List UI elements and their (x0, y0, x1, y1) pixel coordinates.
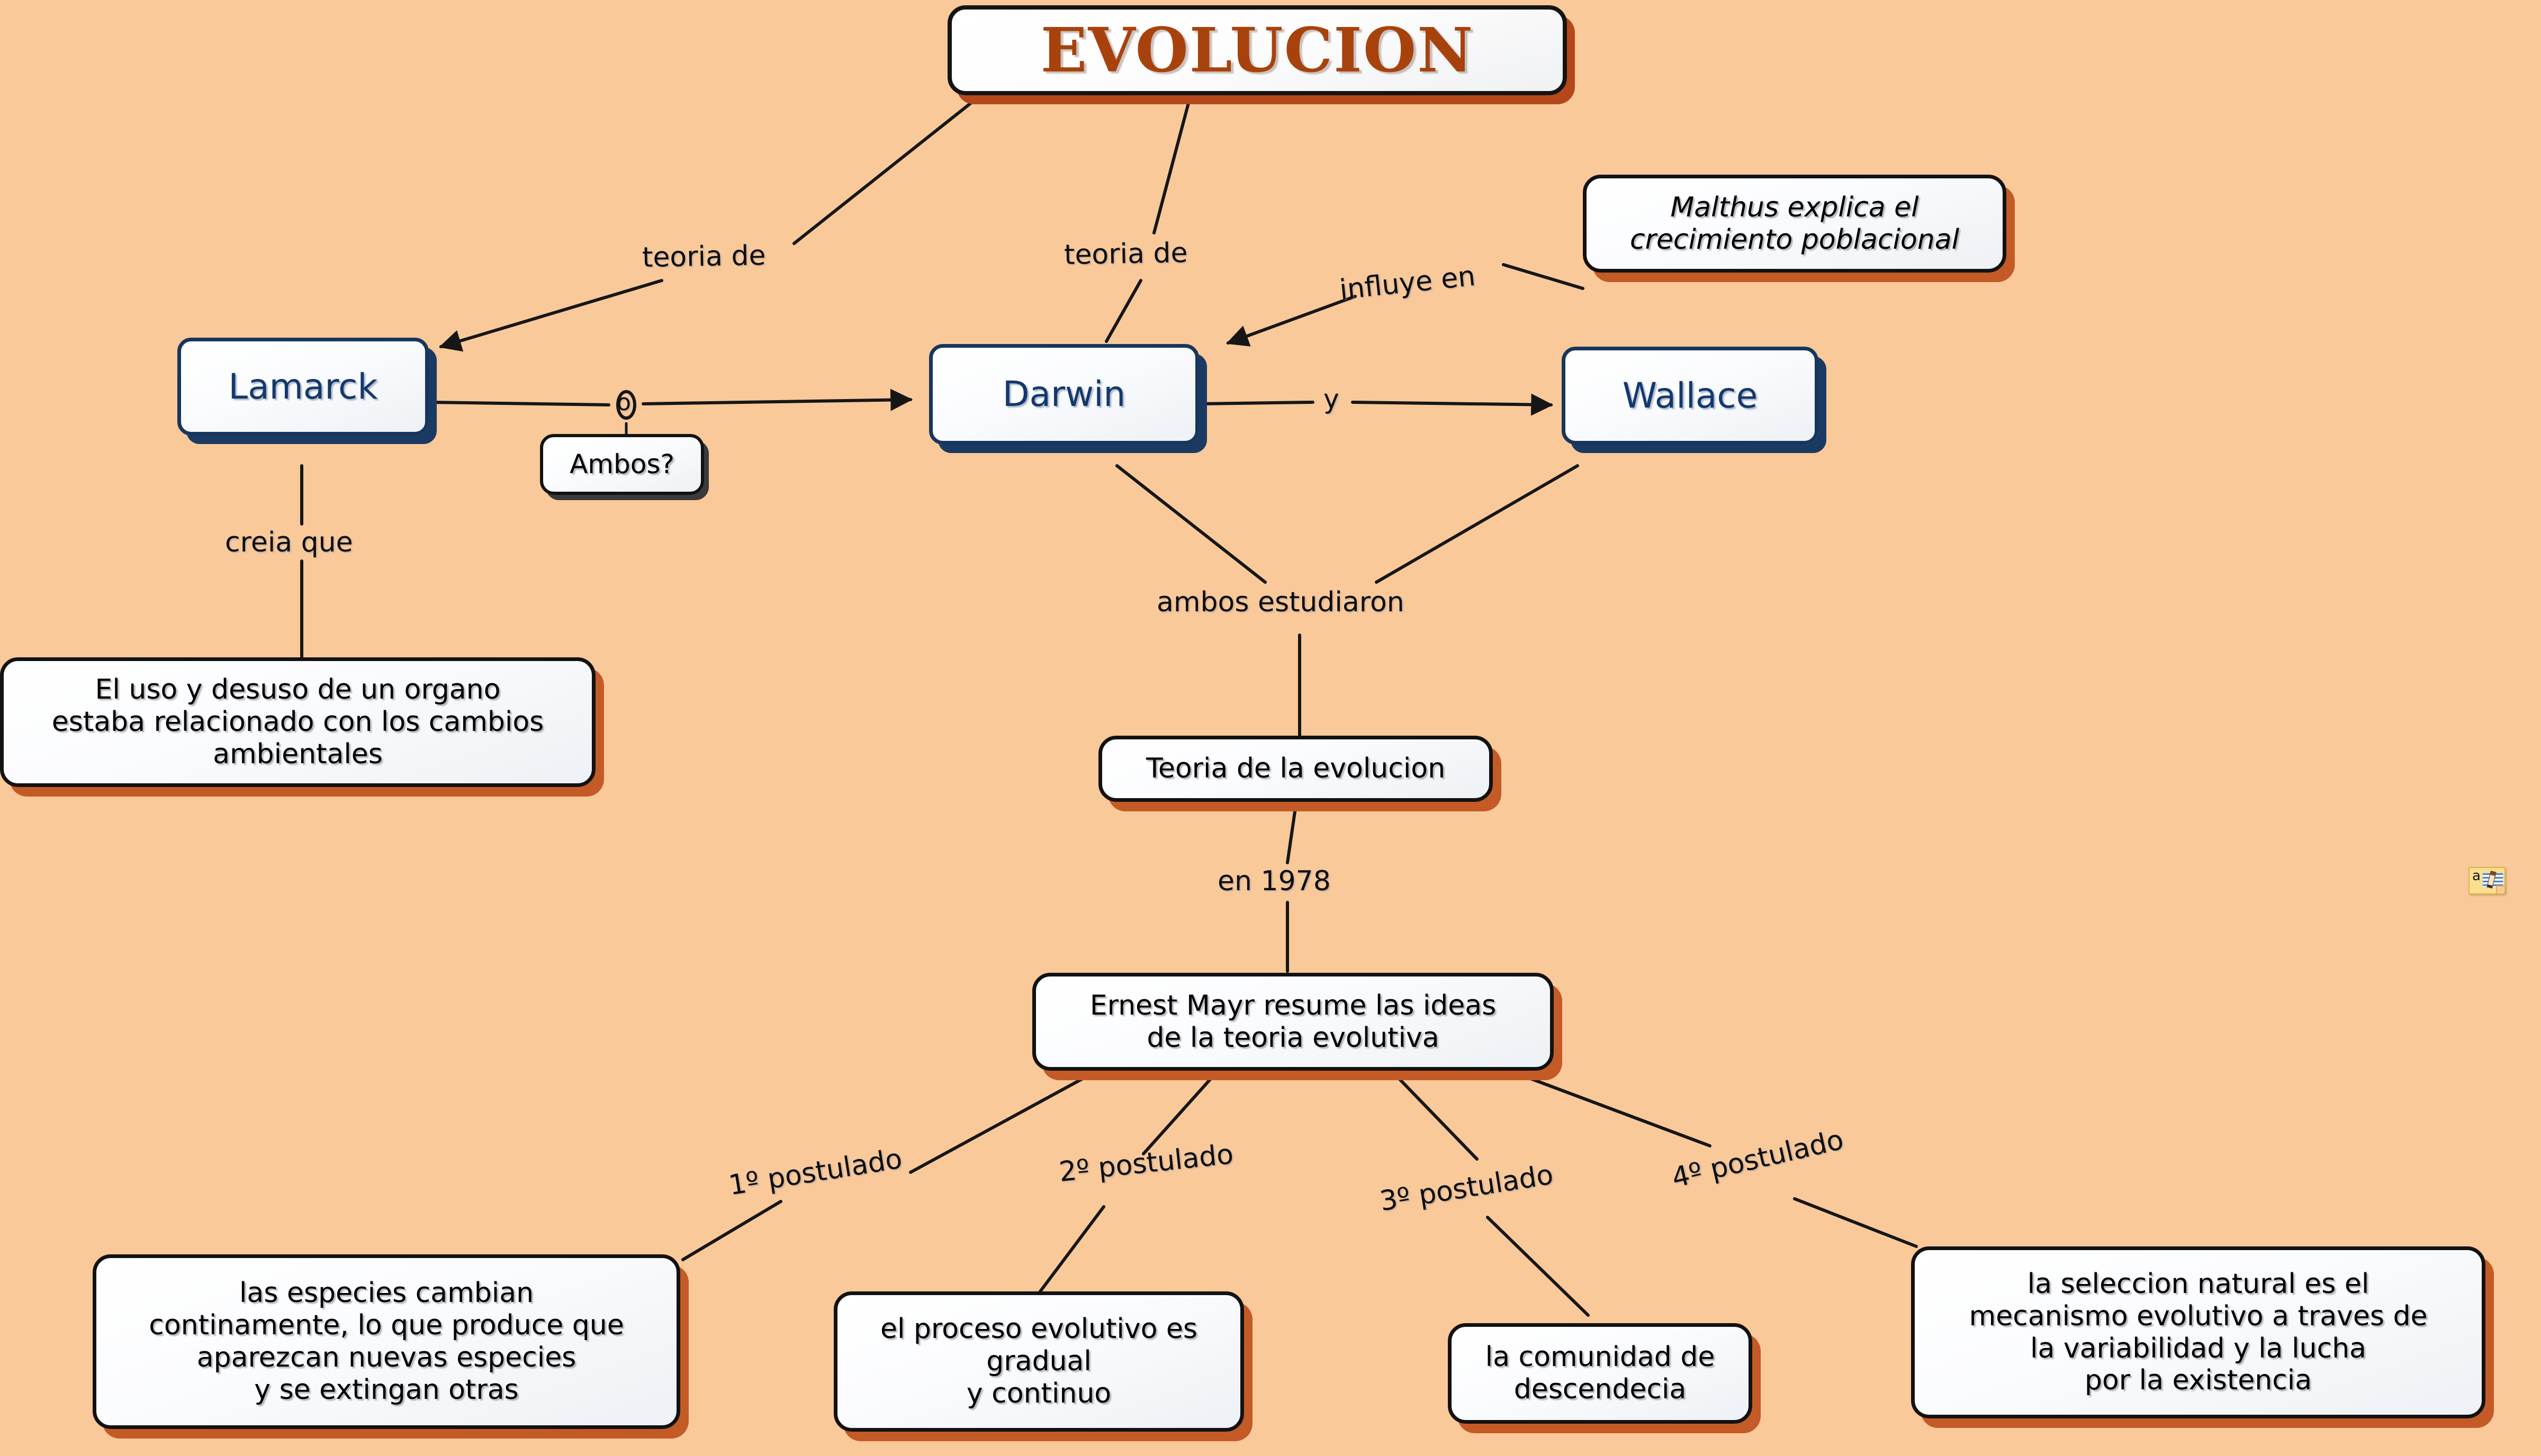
edge-postulado3-to-box3 (1486, 1216, 1590, 1317)
edge-mayr-to-postulado4 (1518, 1073, 1711, 1147)
link-label-postulado-4: 4º postulado (1669, 1124, 1847, 1195)
node-lamarck[interactable]: Lamarck (177, 338, 429, 436)
edge-malthus-to-influyeen (1502, 263, 1584, 290)
link-label-influye-en: influye en (1338, 260, 1477, 306)
link-label-teoria-de-darwin: teoria de (1064, 237, 1188, 272)
link-label-creia-que: creia que (225, 527, 353, 558)
edge-postulado1-to-box1 (681, 1200, 782, 1261)
link-label-ambos-estudiaron: ambos estudiaron (1157, 586, 1404, 618)
node-postulado-3[interactable]: la comunidad de descendecia (1448, 1323, 1752, 1424)
edge-darwin-to-y (1197, 401, 1314, 405)
edge-o-to-darwin (642, 388, 913, 411)
edge-wallace-to-ambosestudiaron (1375, 464, 1579, 584)
edge-y-to-wallace (1351, 393, 1554, 416)
node-postulado-4[interactable]: la seleccion natural es el mecanismo evo… (1911, 1246, 2485, 1418)
edge-influyeen-to-darwin (1226, 295, 1357, 347)
edge-postulado2-to-box2 (1039, 1205, 1105, 1293)
edge-postulado4-to-box4 (1793, 1197, 1918, 1248)
note-annotation-icon[interactable]: a (2468, 867, 2506, 894)
link-label-o: o (617, 389, 631, 416)
annotation-letter: a (2472, 868, 2481, 884)
page-title: EVOLUCION (948, 5, 1567, 95)
node-wallace[interactable]: Wallace (1562, 347, 1818, 445)
node-ambos-question[interactable]: Ambos? (540, 434, 704, 495)
edge-lamarck-to-o (427, 401, 610, 406)
node-postulado-1[interactable]: las especies cambian continamente, lo qu… (93, 1254, 680, 1429)
edge-darwin-to-ambosestudiaron (1115, 464, 1267, 584)
edge-teoriade-to-darwin (1105, 279, 1142, 343)
node-uso-desuso[interactable]: El uso y desuso de un organo estaba rela… (0, 657, 596, 787)
link-label-en-1978: en 1978 (1218, 865, 1331, 897)
link-label-y: y (1323, 384, 1339, 414)
edge-teoriaevolucion-to-en1978 (1286, 803, 1297, 864)
link-label-postulado-2: 2º postulado (1057, 1138, 1235, 1189)
link-label-postulado-3: 3º postulado (1377, 1159, 1556, 1218)
node-malthus[interactable]: Malthus explica el crecimiento poblacion… (1583, 175, 2006, 273)
node-postulado-2[interactable]: el proceso evolutivo es gradual y contin… (834, 1291, 1244, 1432)
edge-title-to-teoriade-left (792, 99, 976, 245)
edge-mayr-to-postulado3 (1396, 1075, 1479, 1161)
edge-teoriade-to-lamarck (438, 279, 663, 352)
link-label-teoria-de-lamarck: teoria de (642, 239, 766, 274)
node-teoria-evolucion[interactable]: Teoria de la evolucion (1098, 736, 1493, 802)
edge-title-to-teoriade-right (1152, 102, 1190, 234)
node-darwin[interactable]: Darwin (929, 344, 1199, 445)
node-ernest-mayr[interactable]: Ernest Mayr resume las ideas de la teori… (1032, 973, 1554, 1071)
link-label-postulado-1: 1º postulado (726, 1143, 905, 1202)
annotation-fold-corner (2496, 885, 2504, 893)
